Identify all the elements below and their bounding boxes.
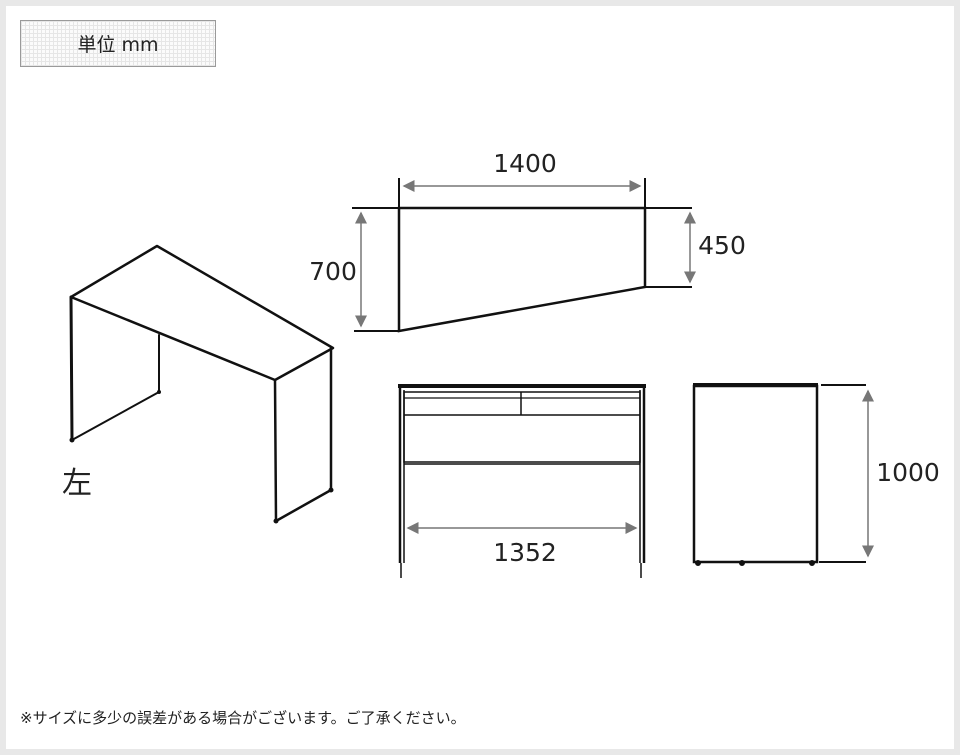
width-1400-label: 1400 [493,149,557,178]
drawing-frame [6,6,954,749]
top-view [352,178,692,333]
front-view [398,384,646,578]
depth-700-label: 700 [309,257,357,286]
side-view [692,383,866,566]
tolerance-footnote: ※サイズに多少の誤差がある場合がございます。ご了承ください。 [20,709,466,727]
unit-label-box: 単位 mm [20,20,216,67]
top-view-dimensions [355,180,696,328]
perspective-view [69,244,335,524]
depth-450-label: 450 [698,231,746,260]
height-1000-label: 1000 [876,458,940,487]
inner-width-1352-label: 1352 [493,538,557,567]
perspective-label: 左 [62,466,92,501]
unit-label: 単位 mm [77,34,159,56]
